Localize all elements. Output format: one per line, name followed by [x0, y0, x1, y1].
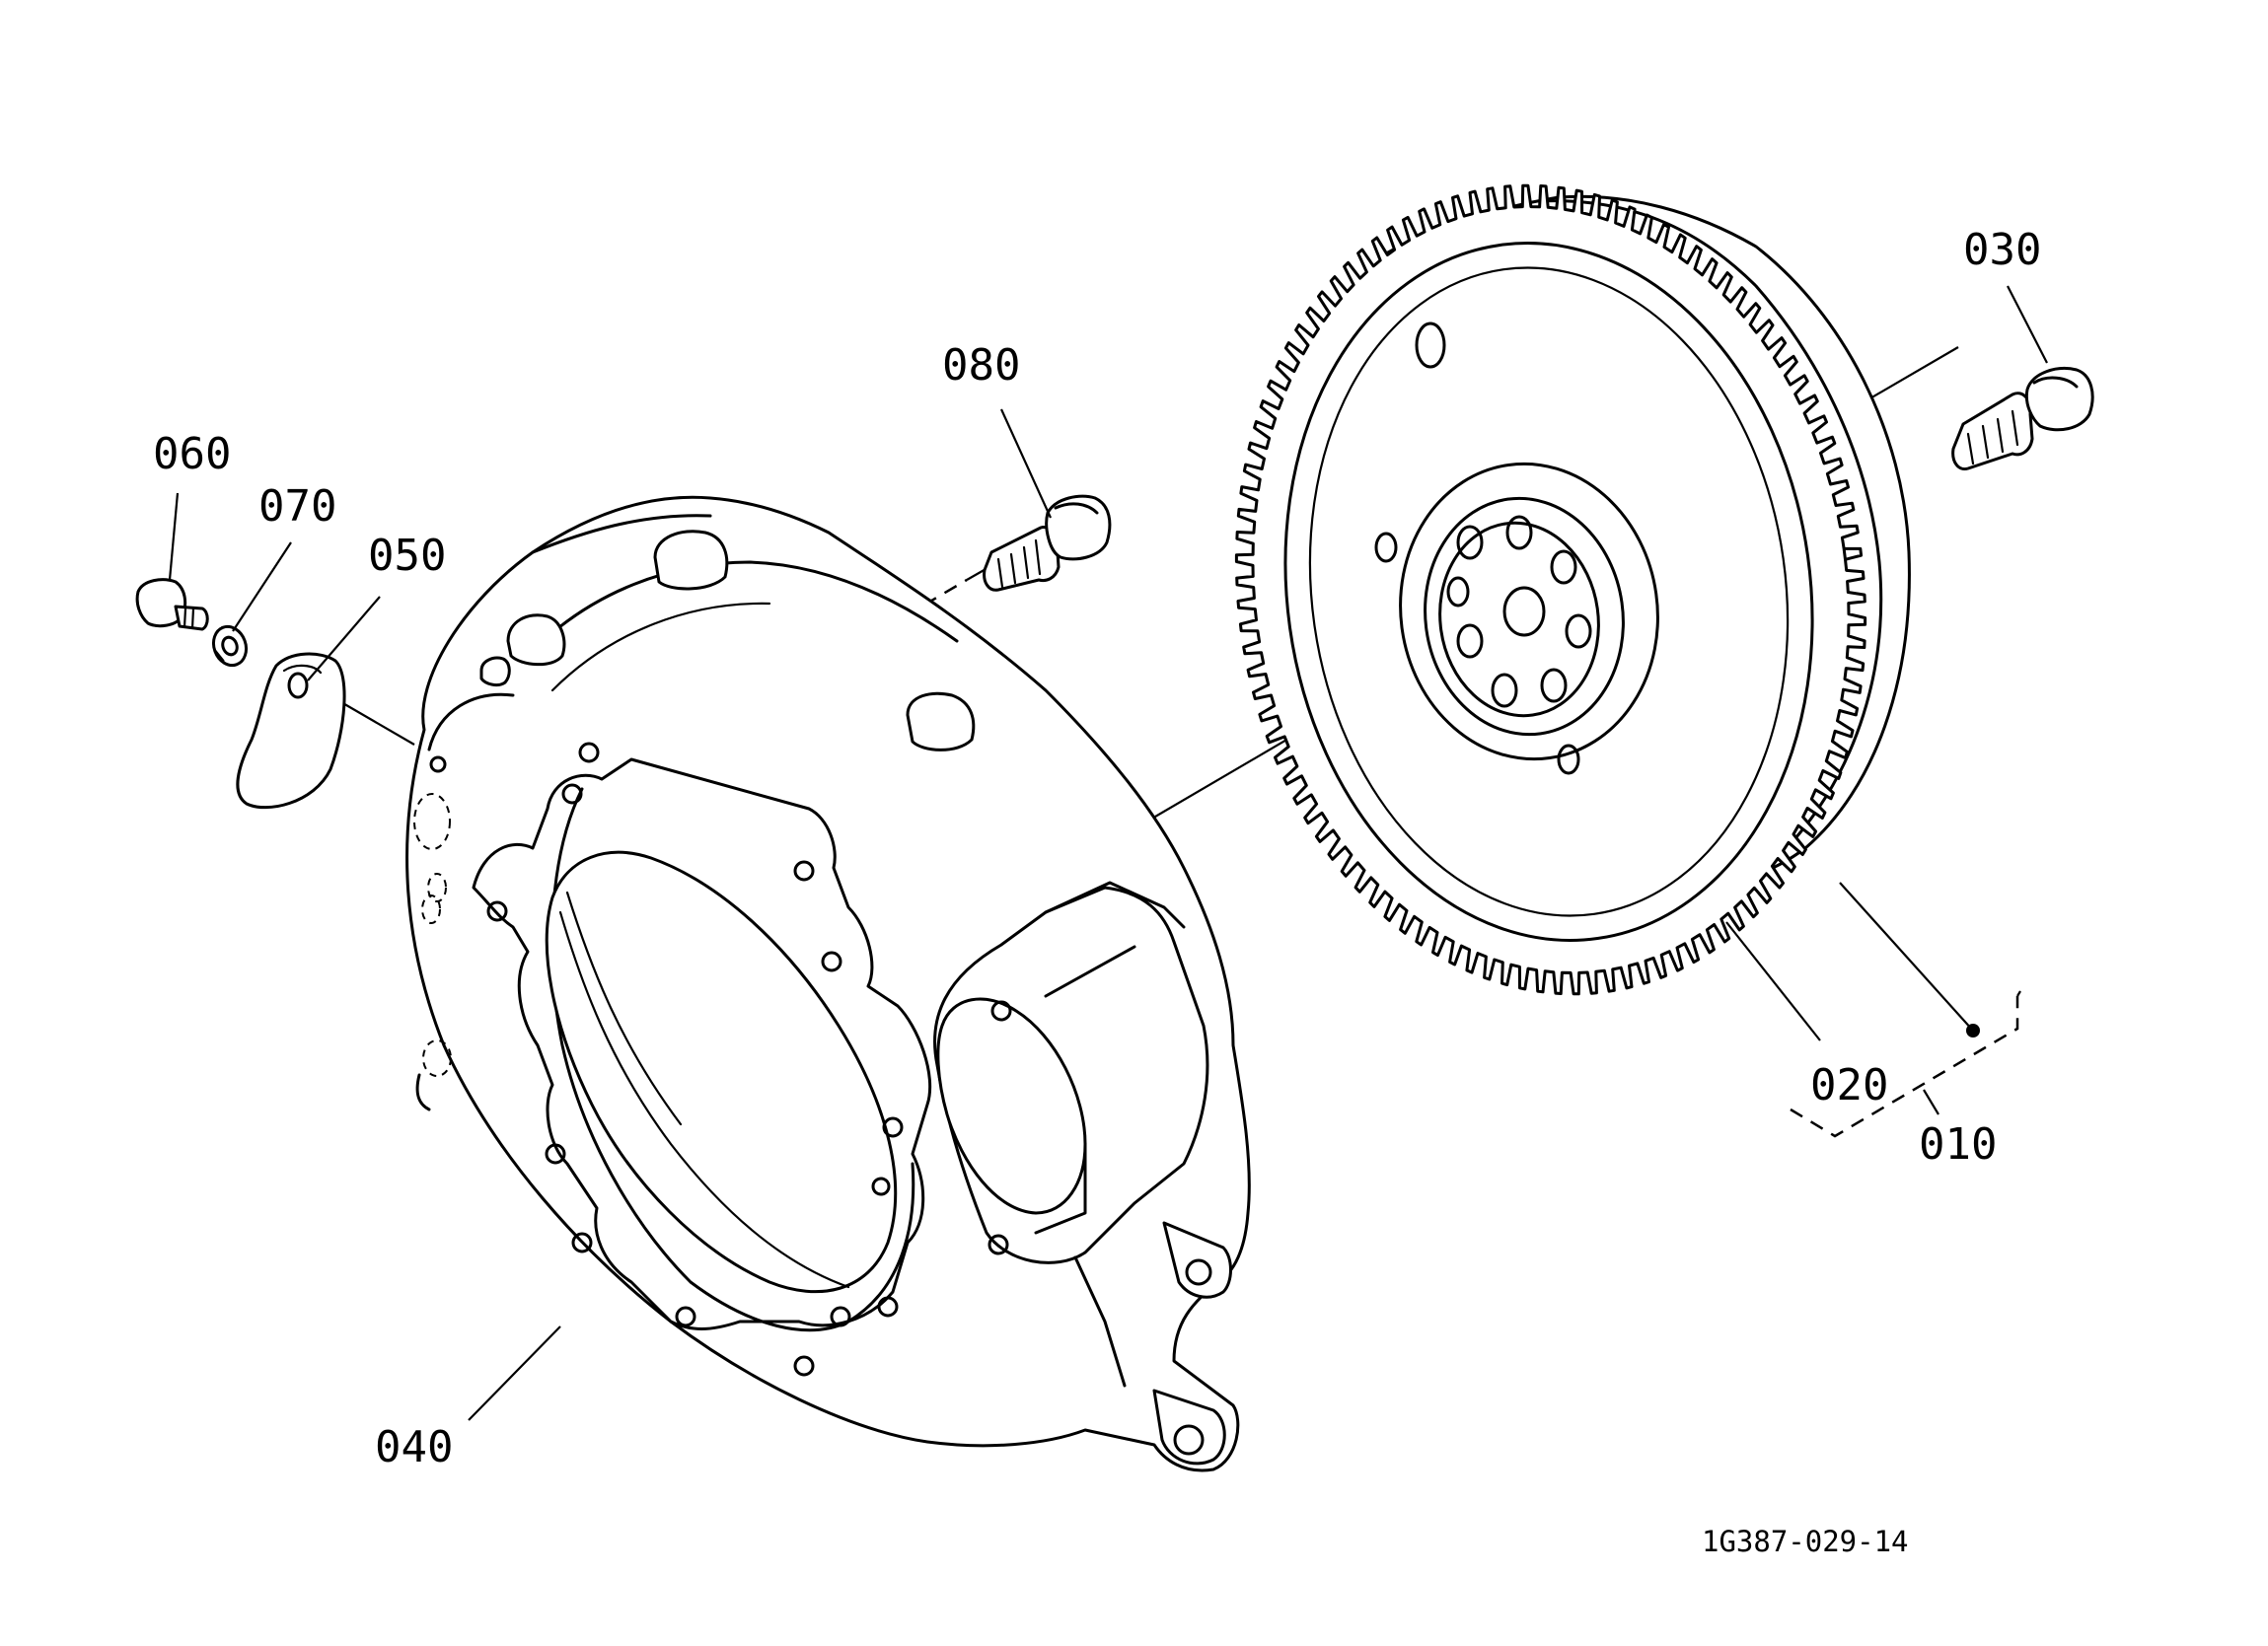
label-020: 020: [1810, 1060, 1888, 1110]
bolt-060: [135, 578, 209, 631]
leader-lines: [168, 285, 2048, 1421]
label-060: 060: [153, 429, 231, 479]
flywheel: [1234, 183, 1911, 996]
washer-070: [211, 624, 249, 668]
flywheel-housing: [405, 495, 1251, 1472]
housing-bolt-080: [983, 494, 1112, 592]
label-040: 040: [375, 1422, 453, 1472]
reference-code: 1G387-029-14: [1702, 1525, 1909, 1558]
label-030: 030: [1963, 225, 2041, 275]
part-labels: 060 070 050 080 030 020 010 040 1G387-02…: [153, 225, 2041, 1558]
flywheel-bolt-030: [1951, 367, 2094, 471]
label-010: 010: [1919, 1119, 1997, 1170]
label-070: 070: [258, 481, 336, 532]
label-050: 050: [368, 531, 446, 581]
label-080: 080: [942, 340, 1020, 391]
cover-plate-050: [236, 652, 346, 810]
